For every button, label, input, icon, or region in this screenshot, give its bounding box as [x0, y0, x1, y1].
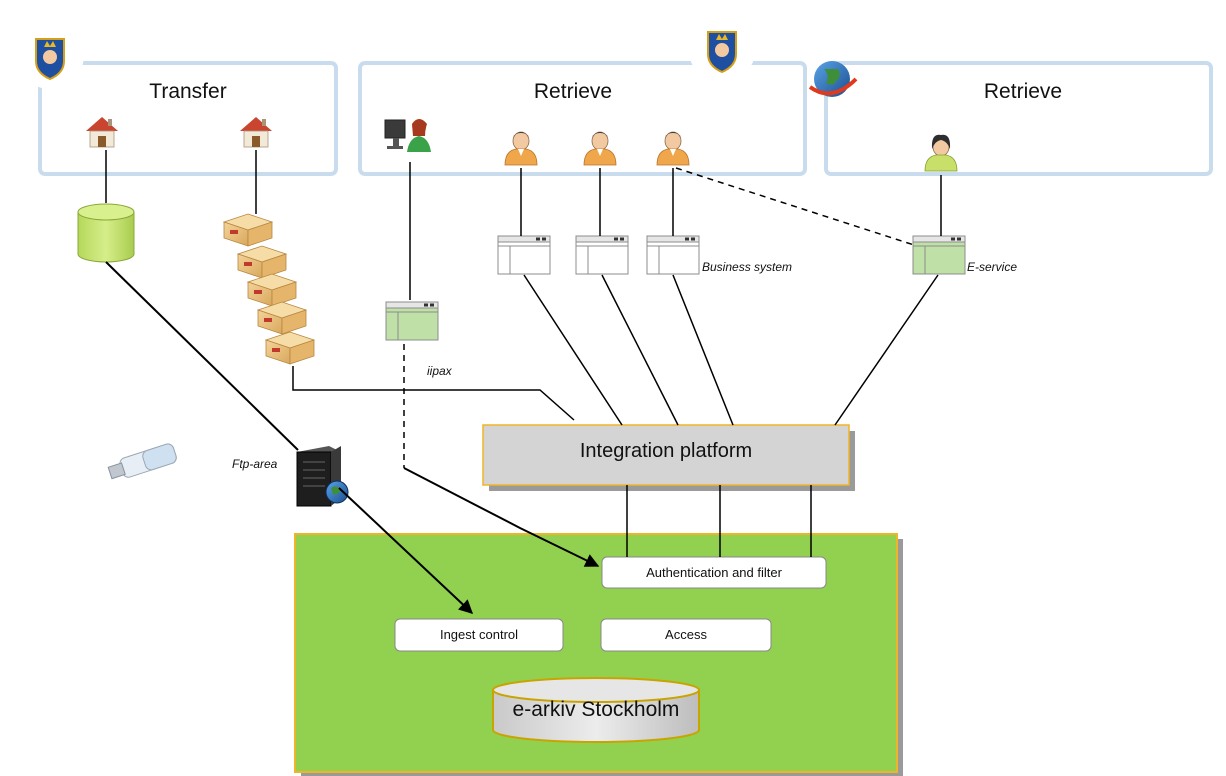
retrieve-title: Retrieve — [533, 80, 613, 103]
iipax-label: iipax — [427, 364, 452, 378]
integration-platform-label: Integration platform — [579, 440, 753, 462]
arrow-lines — [105, 261, 600, 614]
business-system-label: Business system — [702, 260, 793, 274]
transfer-title: Transfer — [149, 80, 227, 103]
connector-lines — [105, 150, 942, 557]
access-label: Access — [665, 627, 707, 642]
globe-icon — [808, 61, 858, 97]
business-system-window-icon — [575, 235, 629, 275]
business-system-window-icon — [646, 235, 700, 275]
archive-cylinder — [492, 677, 700, 743]
archive-label: e-arkiv Stockholm — [512, 698, 680, 721]
user-icon — [924, 134, 958, 172]
retrieve-external-title: Retrieve — [983, 80, 1063, 103]
usb-stick-icon — [107, 443, 177, 480]
package-icon — [265, 331, 315, 365]
iipax-app-window-icon — [385, 301, 439, 341]
package-icon — [237, 245, 287, 279]
auth-filter-box — [601, 556, 827, 589]
business-system-window-icon — [497, 235, 551, 275]
package-icon — [247, 273, 297, 307]
server-icon — [296, 446, 349, 507]
ingest-control-box — [394, 618, 564, 652]
database-icon — [77, 203, 135, 263]
retrieve-panel — [358, 61, 807, 176]
auth-filter-label: Authentication and filter — [646, 565, 782, 580]
package-icon — [257, 301, 307, 335]
ingest-control-label: Ingest control — [439, 627, 519, 642]
access-box — [600, 618, 772, 652]
ftp-area-label: Ftp-area — [232, 457, 278, 471]
integration-platform-box — [482, 424, 850, 486]
stockholm-seal-icon — [15, 20, 85, 90]
dashed-lines — [403, 167, 915, 468]
package-icon — [223, 213, 273, 247]
stockholm-seal-icon — [687, 13, 757, 83]
e-service-window-icon — [912, 235, 966, 275]
e-service-label: E-service — [967, 260, 1018, 274]
person-at-computer-icon — [384, 119, 431, 152]
retrieve-external-panel — [824, 61, 1213, 176]
